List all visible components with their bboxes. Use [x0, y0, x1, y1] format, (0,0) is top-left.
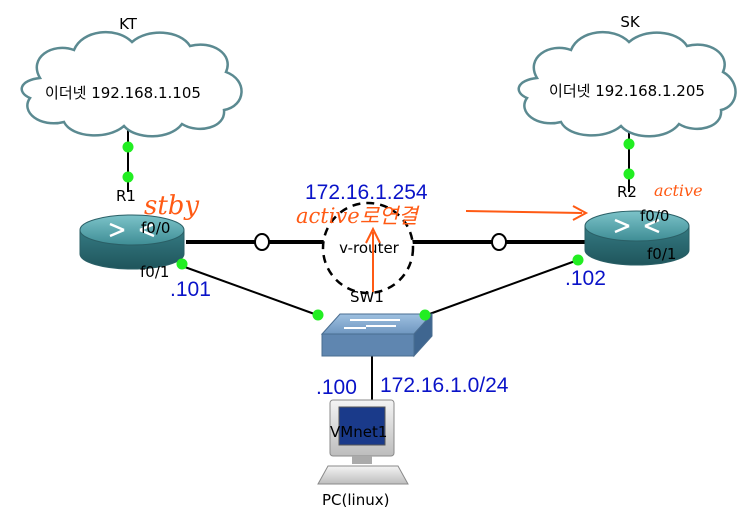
annotation-active-connect: active로연결	[296, 204, 420, 228]
port-dot	[623, 168, 635, 180]
port-dot	[312, 309, 324, 321]
isp-kt-name: KT	[119, 15, 138, 33]
router-arrows-icon	[614, 218, 660, 234]
cloud-shape	[517, 30, 737, 138]
port-dot	[623, 138, 635, 150]
cloud-sk[interactable]: 이더넷 192.168.1.205	[517, 30, 737, 138]
router-top	[584, 210, 690, 242]
annotation-active-r2: active	[654, 181, 703, 200]
switch-front	[321, 333, 415, 357]
link-r1-sw1	[181, 265, 321, 317]
isp-sk-name: SK	[620, 13, 641, 31]
annotation-stby: stby	[144, 191, 199, 221]
subnet-label: 172.16.1.0/24	[380, 374, 509, 397]
port-dot	[122, 141, 134, 153]
port-dot	[572, 254, 584, 266]
monitor-stand	[352, 456, 372, 464]
virtual-router-circle	[321, 201, 415, 295]
router-r2-name: R2	[617, 183, 637, 201]
switch-arrows-icon	[344, 319, 400, 329]
r1-iface-f0-1: f0/1	[140, 263, 169, 281]
annotations: stby active active로연결	[144, 181, 703, 292]
router-top	[79, 214, 185, 246]
keyboard	[317, 465, 409, 485]
switch-top	[320, 313, 434, 335]
router-r2[interactable]	[584, 210, 690, 266]
r2-iface-f0-1: f0/1	[647, 245, 676, 263]
r1-iface-f0-0: f0/0	[141, 219, 170, 237]
cloud-shape	[20, 30, 243, 138]
link-break-right	[491, 233, 507, 251]
switch-sw1-name: SW1	[350, 288, 384, 306]
port-dot	[122, 171, 134, 183]
r2-iface-f0-0: f0/0	[640, 207, 669, 225]
link-r2-sw1	[423, 259, 579, 317]
virtual-router-label: v-router	[339, 239, 400, 257]
router-r1[interactable]	[79, 214, 185, 270]
arrow-to-r2	[465, 205, 589, 221]
arrow-from-vrouter	[365, 226, 381, 292]
host-ip: .100	[316, 376, 357, 399]
host-pc[interactable]	[317, 399, 409, 485]
cloud-kt[interactable]: 이더넷 192.168.1.105	[20, 30, 243, 138]
monitor-screen	[338, 406, 386, 446]
cloud-sk-label: 이더넷 192.168.1.205	[549, 82, 705, 100]
r2-ip: .102	[565, 267, 606, 290]
virtual-router[interactable]: v-router	[321, 201, 415, 295]
link-break-left	[254, 233, 270, 251]
switch-sw1[interactable]	[320, 312, 434, 358]
switch-side	[413, 312, 433, 358]
cloud-kt-label: 이더넷 192.168.1.105	[45, 84, 201, 102]
port-dot	[419, 309, 431, 321]
router-r1-name: R1	[116, 187, 136, 205]
router-arrows-icon	[109, 222, 155, 238]
host-name: VMnet1	[330, 423, 387, 441]
virtual-router-ip: 172.16.1.254	[305, 181, 428, 204]
port-dot	[176, 258, 188, 270]
host-label: PC(linux)	[322, 491, 389, 509]
ports	[122, 138, 635, 321]
r1-ip: .101	[170, 278, 211, 301]
